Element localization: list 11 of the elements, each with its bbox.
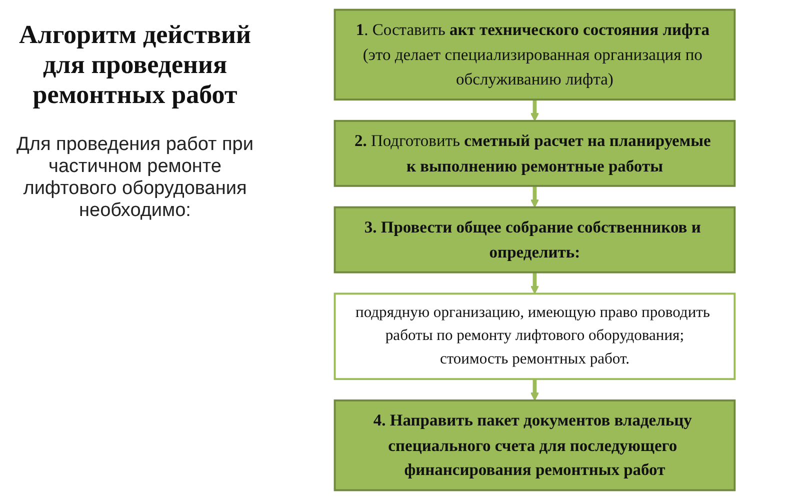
arrow <box>530 186 540 208</box>
title: Алгоритм действий для проведения ремонтных работ <box>18 20 252 110</box>
node-box: 3. Провести общее собрание собственников и определить: <box>334 206 736 274</box>
node-box: 4. Направить пакет документов владельцу специального счета для последующего финансирования ремонтных работ <box>334 399 736 492</box>
arrow <box>530 272 540 294</box>
node-box: подрядную организацию, имеющую право проводить работы по ремонту лифтового оборудования; стоимость ремонтных работ. <box>334 292 736 380</box>
arrow <box>530 99 540 122</box>
node-box: 2. Подготовить сметный расчет на планируемые к выполнению ремонтные работы <box>334 120 736 187</box>
node-box: 1. Составить акт технического состояния лифта (это делает специализированная организация по обслуживанию лифта) <box>334 8 736 101</box>
subtitle: Для проведения работ при частичном ремонте лифтового оборудования необходимо: <box>16 134 254 222</box>
arrow <box>530 378 540 401</box>
